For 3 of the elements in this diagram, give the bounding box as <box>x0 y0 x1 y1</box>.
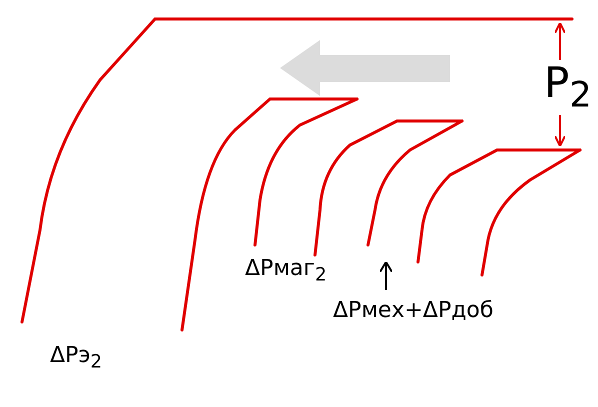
loss-label: ΔРмаг$_{2}$ <box>245 258 327 285</box>
loss-label: ΔРэ$_{2}$ <box>50 345 102 372</box>
loss-label: ΔРмех+ΔРдоб <box>333 300 494 322</box>
